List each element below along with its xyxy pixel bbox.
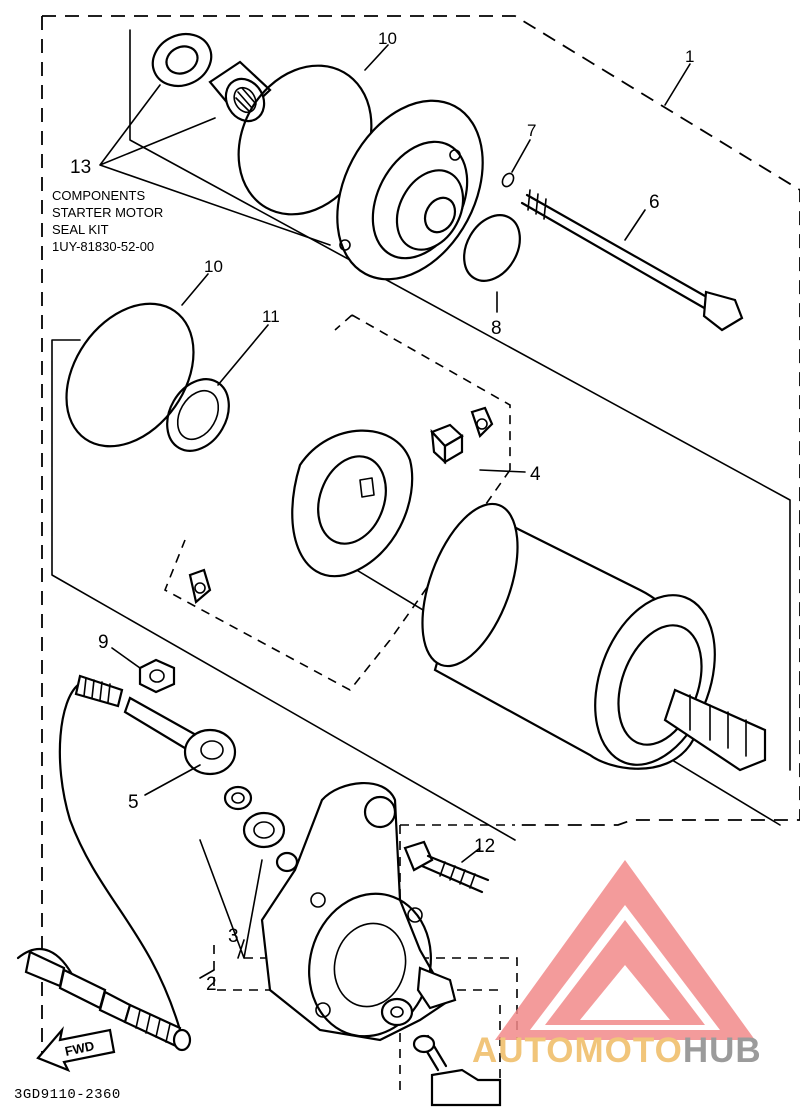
- ground-cable: [16, 948, 192, 1052]
- nut-9: [138, 658, 176, 694]
- callout-5: 5: [128, 792, 139, 813]
- brush-plate: [291, 429, 414, 578]
- carbon-brush: [430, 423, 464, 465]
- callout-3: 3: [228, 926, 239, 947]
- leader-5: [144, 764, 201, 796]
- front-cover: [336, 99, 484, 281]
- fwd-label: FWD: [64, 1038, 96, 1059]
- kit-note-line2: STARTER MOTOR: [52, 205, 164, 220]
- brush-spring-lower: [188, 568, 212, 605]
- callout-8: 8: [491, 318, 502, 339]
- kit-note-line1: COMPONENTS: [52, 188, 146, 203]
- rear-cover: [260, 782, 457, 1042]
- watermark-logo-text: AUTOMOTOHUB: [472, 1031, 762, 1071]
- leader-13: [99, 84, 331, 246]
- callout-12: 12: [474, 836, 495, 857]
- callout-11: 11: [262, 307, 280, 326]
- callout-4: 4: [530, 464, 541, 485]
- leader-7: [511, 139, 531, 173]
- fwd-arrow-indicator: FWD: [36, 1026, 116, 1073]
- callout-9: 9: [98, 632, 109, 653]
- callout-7: 7: [527, 121, 536, 140]
- o-ring-lower: [65, 302, 195, 448]
- callout-2: 2: [206, 974, 217, 995]
- leader-3: [199, 839, 263, 959]
- leader-6: [624, 209, 646, 241]
- small-o-ring: [501, 172, 515, 188]
- leader-2: [199, 969, 215, 979]
- callout-1: 1: [685, 47, 694, 66]
- o-ring-8: [463, 214, 521, 282]
- watermark-text-hub: HUB: [682, 1031, 762, 1070]
- through-bolt: [520, 189, 744, 332]
- watermark-logo-triangle: [495, 860, 755, 1040]
- kit-note-line4: 1UY-81830-52-00: [52, 239, 155, 254]
- bolt-12: [403, 840, 490, 894]
- assembly-boundary-1: [42, 15, 800, 826]
- watermark-text-automoto: AUTOMOTO: [472, 1031, 683, 1070]
- leader-4: [479, 469, 526, 473]
- washer-11: [166, 378, 230, 452]
- terminal-bolt: [412, 1034, 502, 1107]
- brush-set-boundary: [163, 314, 511, 692]
- leader-9: [111, 647, 141, 669]
- leader-10-upper: [364, 44, 389, 71]
- leader-1: [664, 63, 691, 106]
- oil-seal: [151, 32, 213, 88]
- kit-note-line3: SEAL KIT: [52, 222, 109, 237]
- terminal-washers: [223, 785, 299, 873]
- brush-spring-upper: [470, 406, 494, 439]
- leader-10-lower: [181, 273, 209, 306]
- callout-6: 6: [649, 192, 660, 213]
- starter-lead-5: [58, 674, 237, 1032]
- seal-kit-note: COMPONENTS STARTER MOTOR SEAL KIT 1UY-81…: [52, 187, 163, 255]
- leader-12: [461, 847, 481, 863]
- motor-outline-box: [51, 29, 791, 841]
- leader-11: [217, 324, 269, 386]
- starter-motor-yoke: [421, 502, 767, 772]
- callout-10-lower: 10: [204, 257, 223, 276]
- callout-10-upper: 10: [378, 29, 397, 48]
- diagram-code: 3GD9110-2360: [14, 1087, 121, 1103]
- callout-13: 13: [70, 157, 91, 178]
